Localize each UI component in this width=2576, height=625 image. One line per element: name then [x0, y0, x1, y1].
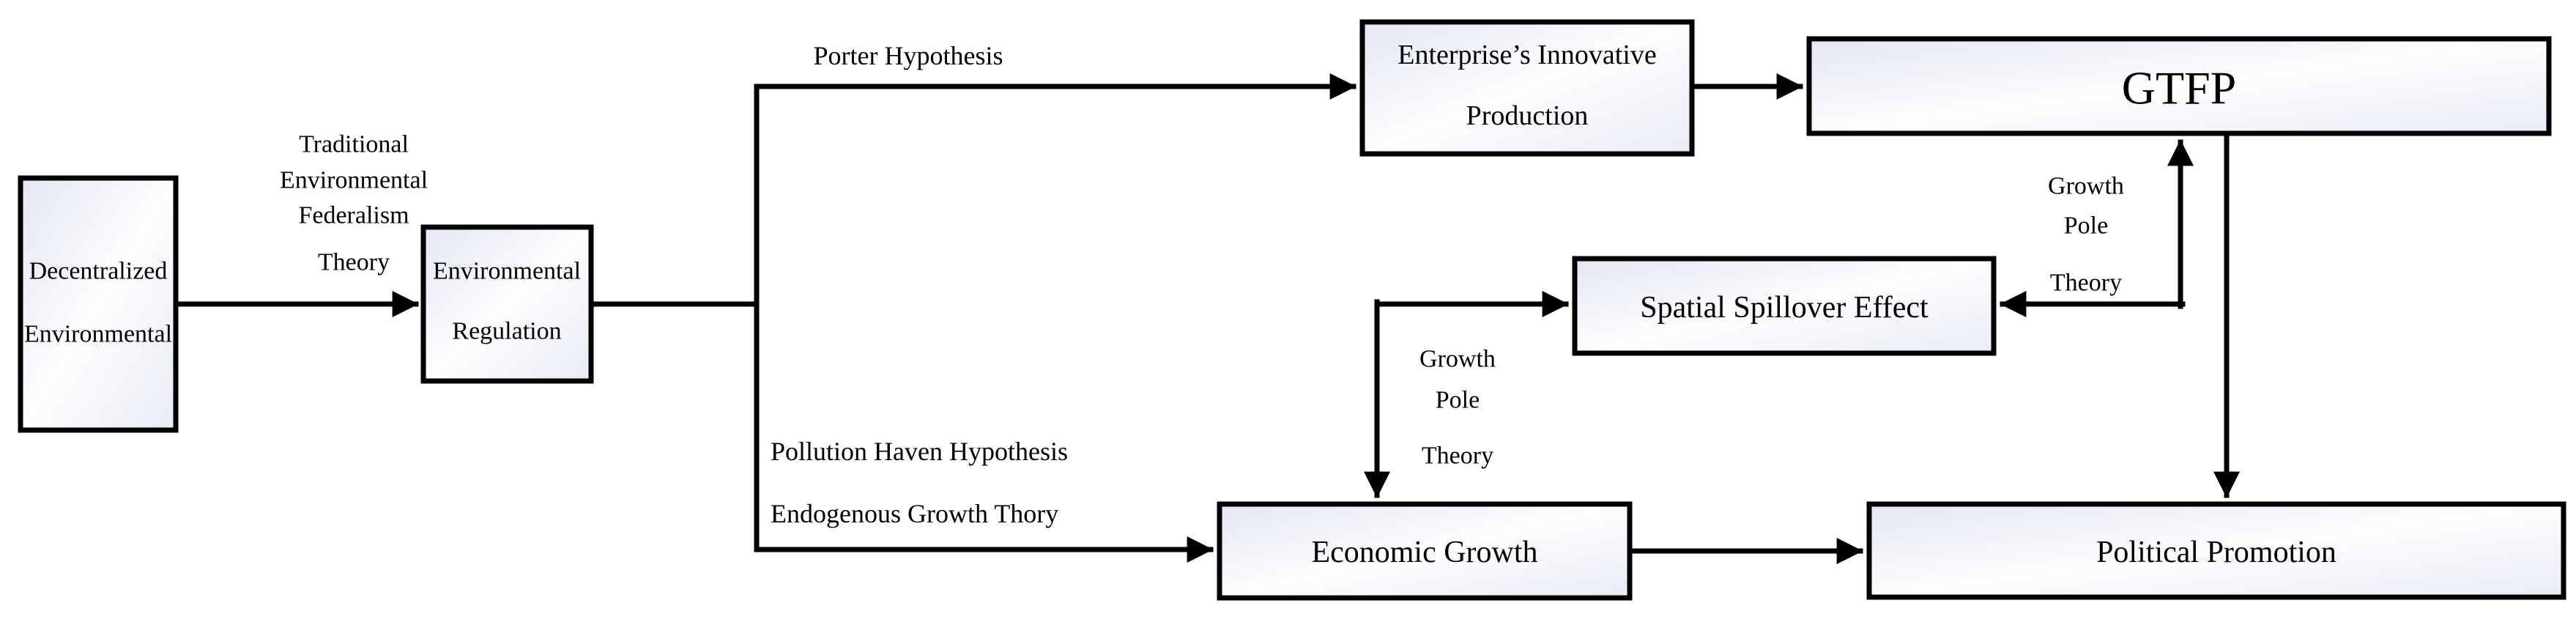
node-spatial-spillover-effect [1572, 256, 1997, 356]
regulation-label-line2: Regulation [452, 318, 561, 345]
gtfp-label: GTFP [2122, 62, 2237, 114]
porter-hypothesis-label: Porter Hypothesis [814, 41, 1003, 70]
federalism-label-line2: Environmental [280, 167, 428, 194]
growth-pole-economic-line1: Growth [1419, 346, 1496, 373]
growth-pole-gtfp-line1: Growth [2048, 173, 2124, 200]
growth-pole-economic-line2: Pole [1436, 387, 1480, 414]
growth-pole-gtfp-line3: Theory [2050, 270, 2122, 297]
node-environmental-regulation [420, 224, 594, 384]
growth-pole-gtfp-line2: Pole [2064, 212, 2108, 240]
endogenous-growth-label: Endogenous Growth Thory [771, 499, 1058, 528]
node-decentralized-environmental [18, 175, 179, 433]
spillover-label: Spatial Spillover Effect [1640, 291, 1929, 325]
growth-pole-economic-line3: Theory [1422, 443, 1493, 470]
node-gtfp [1806, 36, 2552, 136]
federalism-label-line4: Theory [318, 249, 390, 276]
node-economic-growth [1217, 501, 1633, 601]
decentralized-label-line2: Environmental [24, 321, 172, 348]
federalism-label-line3: Federalism [298, 202, 409, 229]
enterprise-label-line1: Enterprise’s Innovative [1398, 40, 1657, 70]
enterprise-label-line2: Production [1466, 100, 1589, 131]
node-political-promotion [1866, 501, 2566, 600]
decentralized-label-line1: Decentralized [29, 258, 168, 285]
node-enterprise-innovative-production [1359, 19, 1695, 157]
regulation-label-line1: Environmental [433, 258, 581, 285]
federalism-label-line1: Traditional [299, 131, 409, 158]
pollution-haven-label: Pollution Haven Hypothesis [771, 437, 1068, 466]
political-promotion-label: Political Promotion [2096, 536, 2336, 569]
economic-growth-label: Economic Growth [1311, 536, 1537, 569]
